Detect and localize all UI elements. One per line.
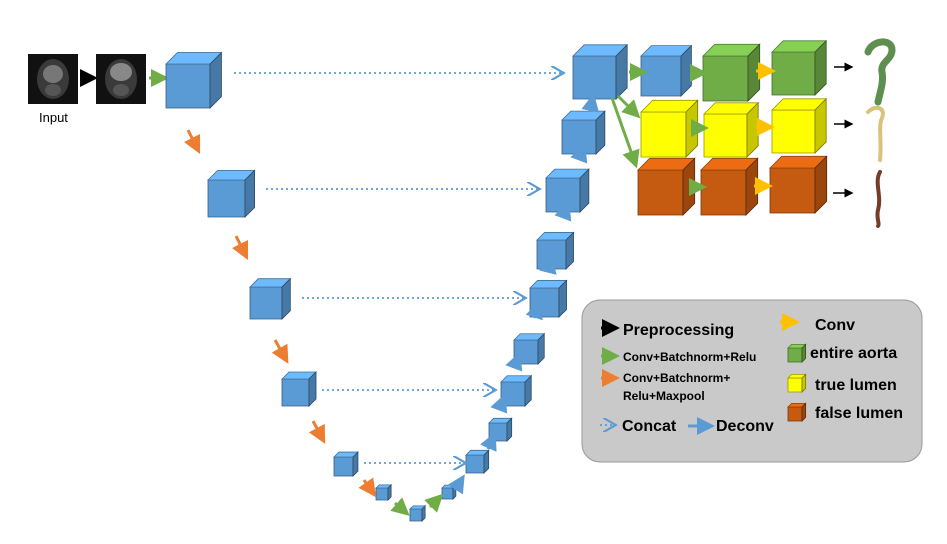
legend-concat-label: Concat — [622, 418, 677, 435]
legend-entire-aorta-cube — [787, 343, 807, 363]
encoder-cube-6 — [375, 483, 393, 501]
aorta-cube-1 — [702, 43, 761, 102]
input-label: Input — [39, 110, 68, 125]
decoder-cube-4 — [500, 374, 533, 407]
encoder-maxpool-arrows — [183, 129, 377, 498]
legend-deconv-label: Deconv — [716, 418, 774, 435]
feature-map-cubes — [165, 39, 828, 522]
concat-skip-arrows — [234, 73, 562, 463]
true-lumen-cube-2 — [703, 101, 760, 158]
input-image-2 — [96, 54, 146, 104]
bottleneck-conv-arrows — [390, 493, 444, 516]
bottleneck-cube — [409, 504, 427, 522]
encoder-cube-4 — [281, 371, 317, 407]
decoder-cube-10 — [572, 43, 629, 100]
false-lumen-cube-2 — [700, 157, 759, 216]
true-lumen-result — [866, 105, 885, 162]
decoder-cube-5 — [513, 332, 546, 365]
legend: Preprocessing Conv+Batchnorm+Relu Conv+B… — [581, 299, 923, 463]
legend-conv-label: Conv — [815, 317, 855, 334]
false-lumen-result — [875, 170, 882, 228]
decoder-deconv-arrows — [447, 93, 600, 495]
legend-entire-aorta-label: entire aorta — [810, 345, 897, 362]
legend-maxpool-label-line2: Relu+Maxpool — [623, 389, 705, 403]
legend-cubes — [787, 343, 807, 422]
false-lumen-cube-1 — [637, 157, 696, 216]
legend-conv-bn-relu-label: Conv+Batchnorm+Relu — [623, 350, 756, 364]
decoder-cube-2 — [465, 449, 490, 474]
entire-aorta-result — [864, 38, 896, 106]
encoder-cube-5 — [333, 451, 359, 477]
encoder-cube-3 — [249, 277, 292, 320]
legend-maxpool-label-line1: Conv+Batchnorm+ — [623, 371, 730, 385]
legend-true-lumen-cube — [787, 373, 807, 393]
true-lumen-cube-3 — [771, 97, 828, 154]
decoder-cube-1 — [441, 484, 457, 500]
legend-box — [581, 299, 923, 463]
decoder-cube-3 — [488, 417, 513, 442]
output-branch-arrows — [610, 62, 854, 198]
encoder-cube-1 — [165, 51, 223, 109]
legend-false-lumen-label: false lumen — [815, 405, 903, 422]
branch-shared-cube — [640, 44, 693, 97]
true-lumen-cube-1 — [640, 99, 699, 158]
encoder-cube-2 — [207, 169, 256, 218]
legend-preprocessing-label: Preprocessing — [623, 322, 734, 339]
aorta-cube-2 — [771, 39, 828, 96]
false-lumen-cube-3 — [769, 155, 828, 214]
legend-false-lumen-cube — [787, 402, 807, 422]
decoder-cube-9 — [561, 110, 606, 155]
legend-true-lumen-label: true lumen — [815, 377, 897, 394]
input-image-1 — [28, 54, 78, 104]
decoder-cube-8 — [545, 168, 590, 213]
decoder-cube-7 — [536, 231, 575, 270]
